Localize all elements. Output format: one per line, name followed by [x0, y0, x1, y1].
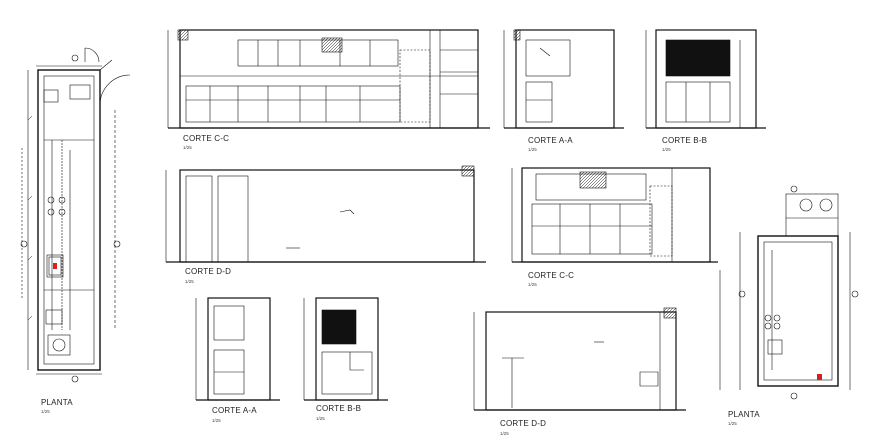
corte-aa-bottom-drawing [195, 297, 280, 401]
label-planta-right: PLANTA [728, 410, 760, 419]
planta-left-drawing [20, 47, 131, 383]
scale-corte-aa-top: 1/25 [528, 147, 537, 152]
corte-cc-mid-drawing [511, 167, 718, 263]
corte-bb-bottom-drawing [303, 297, 388, 401]
red-marker-right [817, 374, 822, 380]
corte-dd-mid-drawing [165, 165, 486, 263]
scale-corte-aa-bottom: 1/25 [212, 418, 221, 423]
planta-right-drawing [719, 185, 859, 400]
label-corte-dd-bottom: CORTE D-D [500, 419, 547, 428]
scale-planta-left: 1/25 [41, 409, 50, 414]
scale-corte-dd-mid: 1/25 [185, 279, 194, 284]
red-marker-left [53, 263, 57, 269]
linework [20, 29, 859, 411]
corte-dd-bottom-drawing [473, 307, 686, 411]
label-corte-cc-top: CORTE C-C [183, 134, 230, 143]
scale-corte-cc-top: 1/25 [183, 145, 192, 150]
scale-corte-bb-top: 1/25 [662, 147, 671, 152]
label-planta-left: PLANTA [41, 398, 73, 407]
label-corte-bb-bottom: CORTE B-B [316, 404, 362, 413]
label-corte-cc-mid: CORTE C-C [528, 271, 575, 280]
label-corte-bb-top: CORTE B-B [662, 136, 708, 145]
scale-corte-cc-mid: 1/25 [528, 282, 537, 287]
scale-corte-dd-bottom: 1/25 [500, 431, 509, 436]
corte-cc-top-drawing [167, 29, 490, 129]
scale-planta-right: 1/25 [728, 421, 737, 426]
label-corte-aa-top: CORTE A-A [528, 136, 573, 145]
corte-aa-top-drawing [503, 29, 624, 129]
scale-corte-bb-bottom: 1/25 [316, 416, 325, 421]
label-corte-dd-mid: CORTE D-D [185, 267, 232, 276]
corte-bb-top-drawing [645, 29, 766, 129]
label-corte-aa-bottom: CORTE A-A [212, 406, 257, 415]
